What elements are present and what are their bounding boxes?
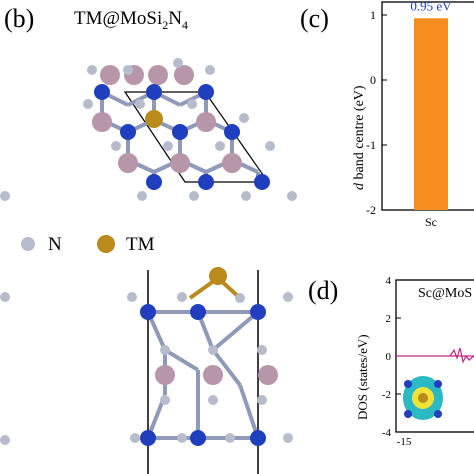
legend <box>21 235 115 253</box>
dos-peak <box>449 347 474 364</box>
n-atoms-top <box>0 58 297 201</box>
density-mo-atom <box>434 410 442 418</box>
y-tick-label: -2 <box>382 389 391 401</box>
title-sub2: 4 <box>181 17 188 32</box>
y-tick-label: 4 <box>386 275 392 287</box>
bar-sc <box>414 18 448 210</box>
si-atoms-side <box>155 365 278 385</box>
x-tick-label: Sc <box>425 215 437 229</box>
title-main: TM@MoSi <box>74 8 163 29</box>
y-tick-label: -1 <box>366 138 376 152</box>
charge-density-inset <box>403 376 443 420</box>
density-tm-atom <box>418 393 428 403</box>
y-tick-label: 0 <box>386 351 392 363</box>
mo-atoms-top <box>94 84 270 190</box>
y-tick-label: 0 <box>370 73 376 87</box>
bar-data-label: 0.95 eV <box>410 0 452 13</box>
density-mo-atom <box>404 410 412 418</box>
legend-n-marker <box>21 237 35 251</box>
tm-atom-top <box>145 110 163 128</box>
panel-b-label: (b) <box>4 4 35 33</box>
legend-n-label: N <box>48 234 62 255</box>
y-tick-label: -2 <box>366 203 376 217</box>
chart-d-ylabel: DOS (states/eV) <box>355 334 370 420</box>
si-atoms-top <box>92 65 242 173</box>
x-tick-label: -15 <box>397 436 412 448</box>
tm-atom-side <box>209 267 227 285</box>
n-atoms-side <box>0 292 293 445</box>
chart-d-title: Sc@MoS <box>418 286 473 301</box>
panel-c-label: (c) <box>300 4 329 33</box>
y-tick-label: 2 <box>386 313 392 325</box>
panel-d-label: (d) <box>308 276 339 305</box>
title-sub1: 2 <box>162 17 169 32</box>
density-mo-atom <box>434 380 442 388</box>
legend-tm-label: TM <box>126 234 155 255</box>
panel-b-title: TM@MoSi2N4 <box>74 8 188 33</box>
y-tick-label: 1 <box>370 8 376 22</box>
density-mo-atom <box>404 380 412 388</box>
title-mid: N <box>168 8 182 29</box>
mo-atoms-side <box>140 304 266 446</box>
legend-tm-marker <box>97 235 115 253</box>
y-tick-label: -4 <box>382 427 392 439</box>
